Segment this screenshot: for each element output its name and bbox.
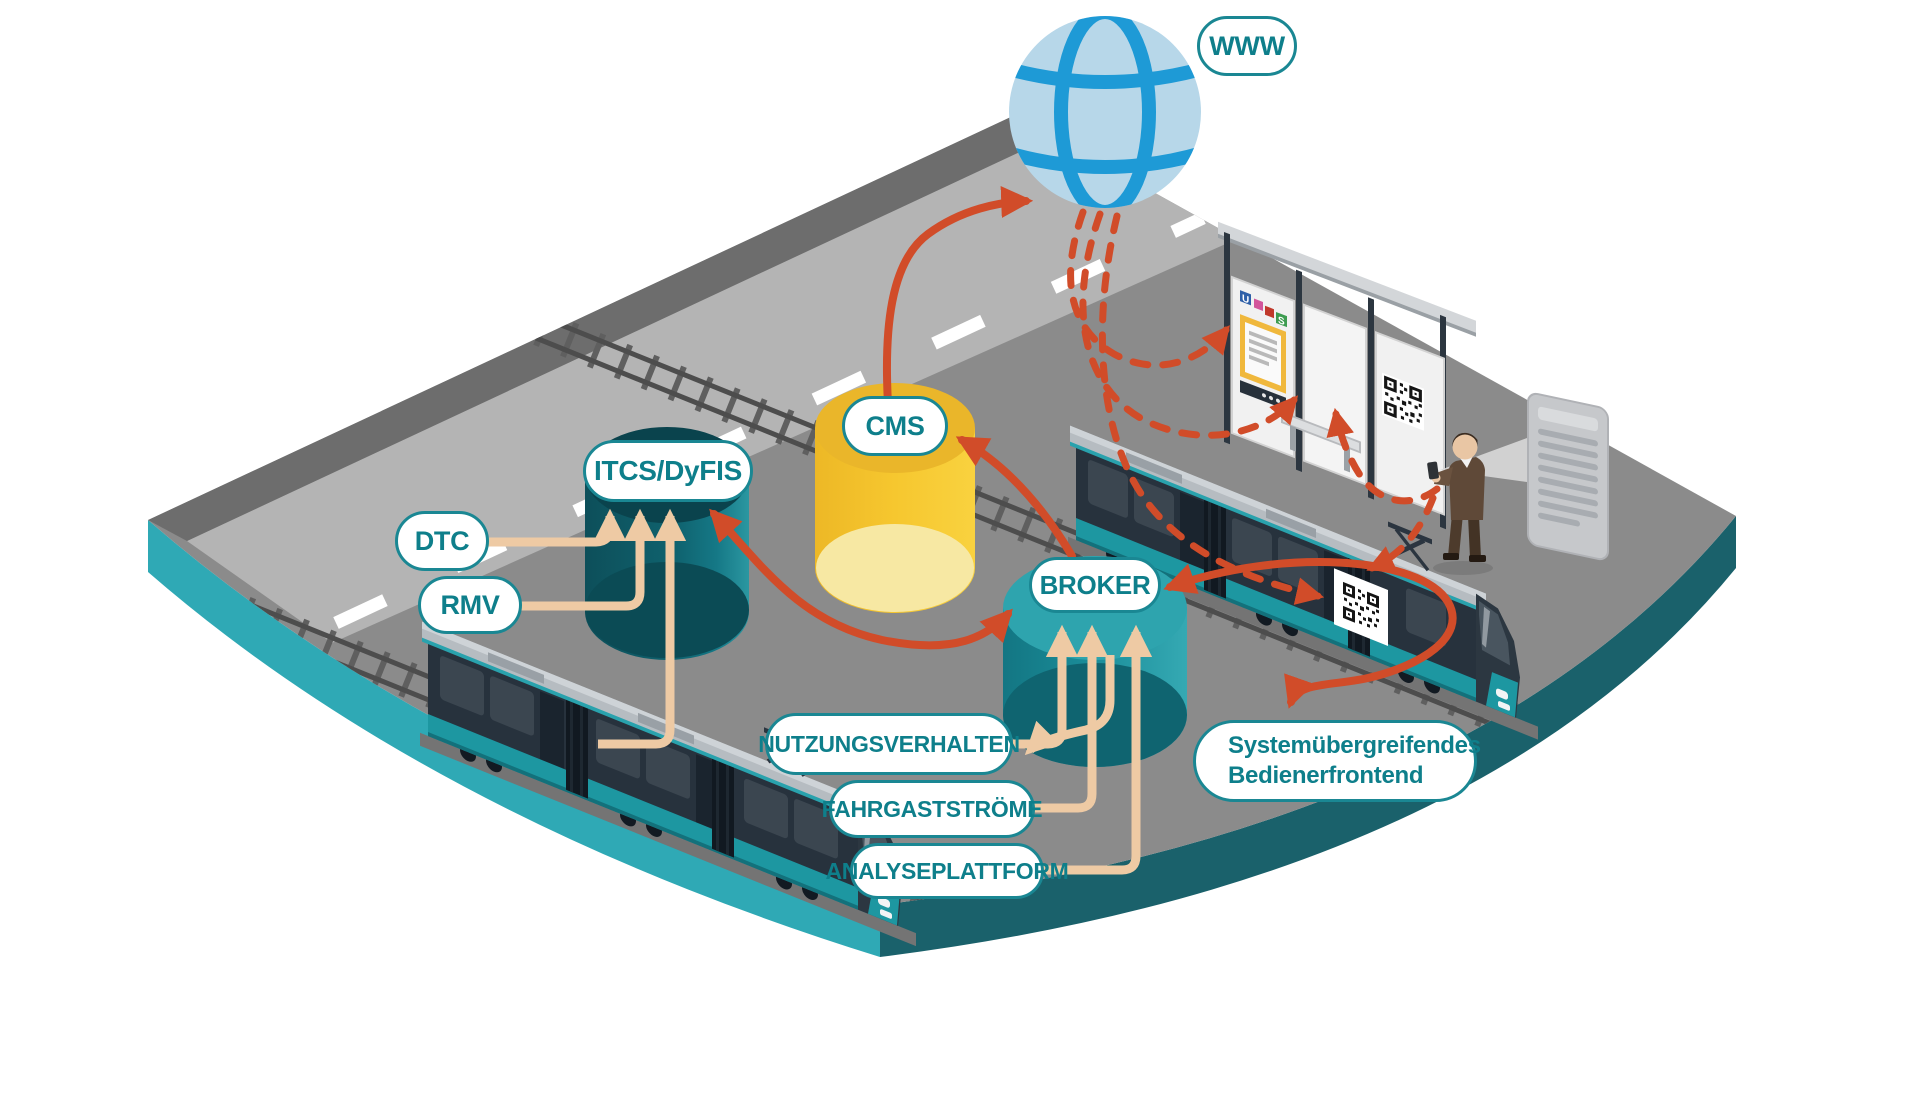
- arrow-dtc-to-itcs: [487, 508, 627, 547]
- arrow-itcs-broker: [709, 508, 1013, 650]
- dashed-www-to-stop-qr: [1079, 210, 1299, 439]
- red-dashed-arrows: [1067, 208, 1441, 605]
- node-cms: CMS: [842, 396, 948, 456]
- tram-qr-code: [1334, 568, 1388, 647]
- arrow-broker-return: [1024, 655, 1115, 756]
- node-analyseplattform: ANALYSEPLATTFORM: [825, 843, 1069, 899]
- node-broker: BROKER: [1029, 557, 1161, 613]
- node-fahrgaststroeme: FAHRGASTSTRÖME: [822, 780, 1043, 838]
- bedienerfrontend-line2: Bedienerfrontend: [1228, 762, 1424, 789]
- arrow-tram-to-itcs: [598, 508, 687, 749]
- node-itcs-dyfis: ITCS/DyFIS: [583, 440, 753, 502]
- dashed-phone-to-stop-qr: [1326, 407, 1441, 505]
- node-bedienerfrontend: Systemübergreifendes Bedienerfrontend: [1193, 720, 1481, 802]
- arrow-analyse-to-broker: [1043, 624, 1153, 875]
- globe-icon: [1009, 16, 1201, 208]
- bedienerfrontend-line1: Systemübergreifendes: [1228, 732, 1481, 759]
- stop-display-poster: U S: [1240, 290, 1287, 410]
- dashed-www-to-tram-qr: [1098, 212, 1325, 605]
- node-nutzungsverhalten: NUTZUNGSVERHALTEN: [758, 713, 1020, 775]
- red-solid-arrows: [709, 185, 1457, 709]
- road-edge-strip: [148, 115, 1054, 541]
- person-with-smartphone: [1427, 432, 1527, 575]
- tram-front: [1476, 593, 1520, 718]
- node-www: WWW: [1197, 16, 1297, 76]
- poster-s-bahn-icon: S: [1278, 315, 1285, 328]
- node-dtc: DTC: [395, 511, 489, 571]
- arrow-fahrgast-to-broker: [1033, 624, 1109, 813]
- arrow-broker-to-cms: [955, 436, 1076, 560]
- node-rmv: RMV: [418, 576, 522, 634]
- arrow-rmv-to-itcs: [519, 508, 657, 611]
- arrow-broker-frontend: [1163, 558, 1457, 709]
- dashed-www-to-poster: [1067, 208, 1230, 369]
- poster-u-bahn-icon: U: [1242, 293, 1249, 306]
- platform-side-right: [880, 516, 1736, 957]
- stop-shelter: U S: [1218, 221, 1476, 530]
- arrow-cms-to-www: [882, 185, 1034, 408]
- dashed-phone-to-tram-qr: [1366, 494, 1437, 572]
- smartphone-icon: [1427, 461, 1439, 480]
- beige-data-arrows: [487, 508, 1153, 875]
- info-stele: [1527, 392, 1609, 561]
